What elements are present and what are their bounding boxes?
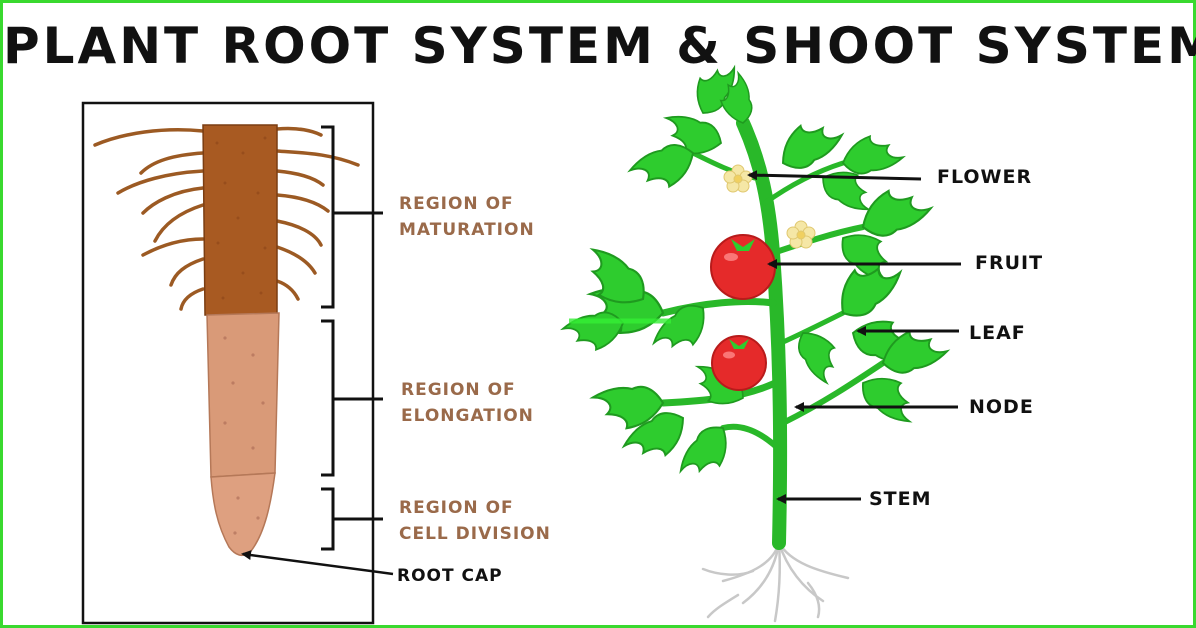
fruits (710, 234, 776, 391)
label-flower: FLOWER (937, 166, 1032, 188)
stem-and-branches (659, 116, 886, 550)
fruit-upper-calyx (731, 239, 755, 251)
flower-upper (723, 164, 753, 193)
shoot-diagram (560, 54, 961, 623)
elongation-texture (223, 336, 265, 535)
fruit-upper (710, 234, 776, 300)
label-node: NODE (969, 396, 1034, 418)
label-region-of-cell-division: REGION OF CELL DIVISION (399, 498, 551, 544)
fruit-upper-highlight (724, 253, 738, 261)
root-cap-pointer (241, 550, 394, 576)
region-brackets (321, 125, 383, 551)
label-region-of-maturation: REGION OF MATURATION (399, 194, 535, 240)
root-hairs (93, 126, 360, 311)
root-diagram (81, 101, 394, 625)
underground-roots (701, 541, 850, 623)
flowers (723, 164, 816, 249)
elongation-zone (206, 312, 280, 478)
flower-pointer (747, 170, 922, 181)
label-region-of-elongation: REGION OF ELONGATION (401, 380, 534, 426)
label-root-cap: ROOT CAP (397, 566, 503, 586)
diagram-canvas: REGION OF MATURATION REGION OF ELONGATIO… (81, 54, 1043, 625)
label-leaf: LEAF (969, 322, 1026, 344)
flower-lower (786, 220, 816, 249)
fruit-lower-highlight (723, 351, 735, 359)
label-stem: STEM (869, 488, 932, 510)
root-texture (215, 136, 267, 300)
maturation-zone (202, 124, 278, 316)
label-fruit: FRUIT (975, 252, 1043, 274)
page-title: PLANT ROOT SYSTEM & SHOOT SYSTEM (3, 17, 1196, 75)
fruit-lower (711, 335, 767, 391)
fruit-lower-calyx (729, 339, 749, 349)
shoot-pointers (747, 170, 961, 504)
